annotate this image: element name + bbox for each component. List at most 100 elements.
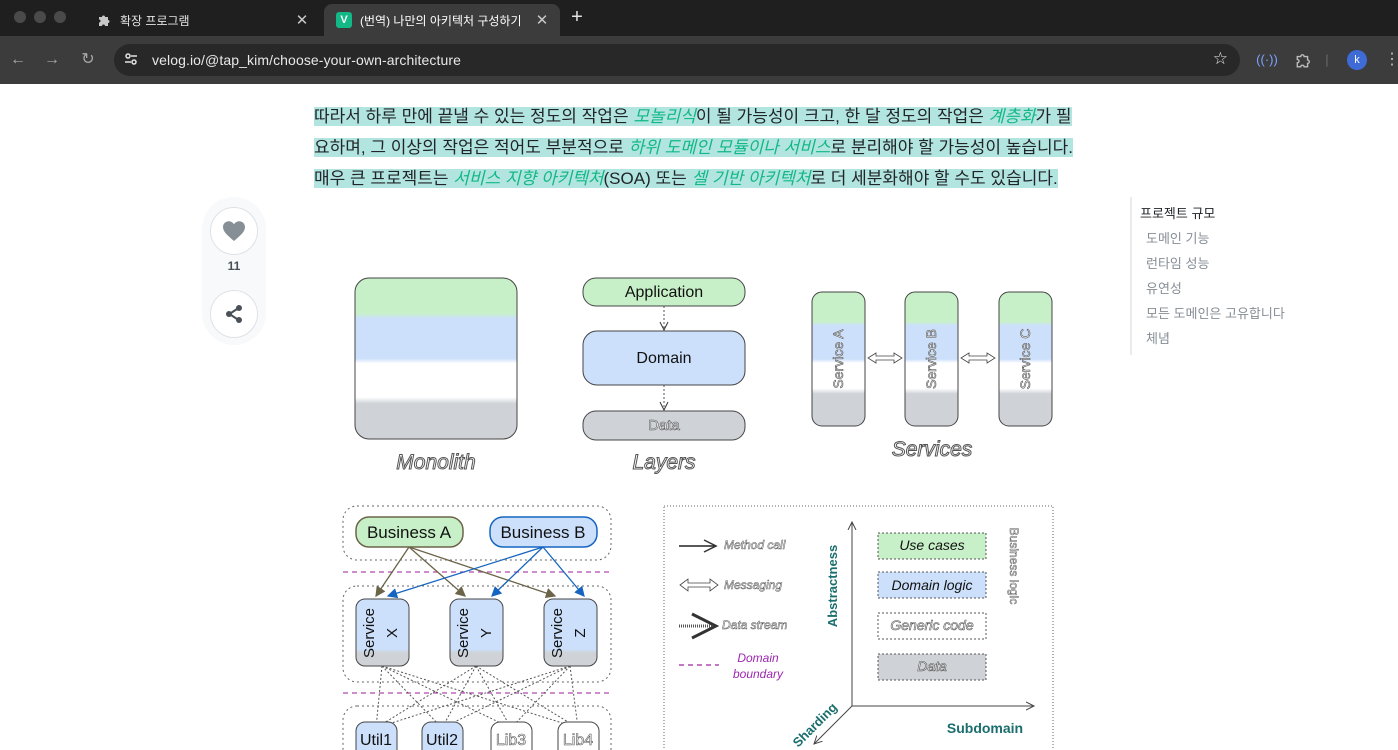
text-run: 따라서 하루 만에 끝낼 수 있는 정도의 작업은	[314, 107, 634, 126]
emphasis-term: 하위 도메인 모듈이나 서비스	[628, 138, 831, 157]
window-minimize-dot[interactable]	[34, 11, 46, 23]
toolbar-divider: |	[1325, 52, 1329, 67]
layer-application-label: Application	[625, 284, 703, 301]
service-z-label: Service	[549, 608, 566, 658]
emphasis-term: 서비스 지향 아키텍처	[453, 169, 604, 188]
messaging-legend-arrow	[679, 578, 719, 592]
tab-extensions[interactable]: 확장 프로그램 ✕	[84, 4, 320, 36]
use-cases-label: Use cases	[899, 537, 964, 553]
service-a-block	[811, 291, 866, 427]
tab-label: 확장 프로그램	[120, 13, 190, 28]
site-info-icon[interactable]	[122, 50, 142, 70]
share-button[interactable]	[210, 290, 258, 338]
share-icon	[226, 305, 242, 323]
text-run: 이 될 가능성이 크고, 한 달 정도의 작업은	[695, 107, 989, 126]
service-c-block	[998, 291, 1053, 427]
toc-item[interactable]: 모든 도메인은 고유합니다	[1146, 306, 1285, 321]
like-button[interactable]	[210, 207, 258, 255]
sharding-label: Sharding	[790, 700, 840, 750]
tab-label: (번역) 나만의 아키텍처 구성하기	[360, 13, 522, 28]
business-a-label: Business A	[367, 523, 452, 542]
service-a-label: Service A	[830, 329, 846, 389]
data-stream-label: Data stream	[722, 618, 787, 632]
service-b-label: Service B	[923, 329, 939, 389]
window-close-dot[interactable]	[14, 11, 26, 23]
toc-item[interactable]: 도메인 기능	[1146, 231, 1210, 246]
abstractness-label: Abstractness	[825, 545, 840, 627]
toc-item-active[interactable]: 프로젝트 규모	[1140, 206, 1216, 221]
lib-dependency-lines	[375, 665, 579, 729]
util2-label: Util2	[426, 732, 458, 749]
address-bar[interactable]: velog.io/@tap_kim/choose-your-own-archit…	[114, 44, 1240, 76]
monolith-label: Monolith	[396, 451, 475, 474]
tab-strip: 확장 프로그램 ✕ V (번역) 나만의 아키텍처 구성하기 ✕ +	[0, 0, 1398, 36]
use-cases-box	[877, 532, 987, 560]
subdomain-label: Subdomain	[947, 720, 1023, 736]
service-c-label: Service C	[1017, 329, 1033, 390]
service-y-label: Service	[455, 608, 472, 658]
text-run: 로 분리해야 할 가능성이 높습니다. 매우 큰 프로젝트는	[314, 138, 1074, 188]
back-icon[interactable]: ←	[10, 51, 26, 68]
post-actions: 11	[202, 197, 266, 345]
extensions-icon[interactable]	[1292, 48, 1314, 72]
service-group-boundary	[342, 585, 612, 683]
table-of-contents: 프로젝트 규모 도메인 기능 런타임 성능 유연성 모든 도메인은 고유합니다 …	[1130, 197, 1285, 355]
emphasis-term: 계층화	[988, 107, 1036, 126]
dependency-arrow	[408, 546, 466, 597]
service-x-label: Service	[361, 608, 378, 658]
util1-box	[355, 721, 398, 750]
lib3-box	[490, 721, 533, 750]
business-group-boundary	[342, 505, 612, 561]
lib4-label: Lib4	[563, 732, 593, 749]
new-tab-button[interactable]: +	[571, 6, 583, 28]
text-run: 로 더 세분화해야 할 수도 있습니다.	[810, 169, 1058, 188]
services-label: Services	[892, 438, 973, 461]
profile-avatar[interactable]: k	[1347, 50, 1367, 70]
forward-icon[interactable]: →	[44, 51, 60, 68]
domain-boundary-label-2: boundary	[733, 667, 784, 681]
emphasis-term: 셀 기반 아키텍처	[691, 169, 811, 188]
like-count: 11	[227, 259, 241, 273]
generic-code-label: Generic code	[890, 617, 973, 633]
cast-icon[interactable]: ((·))	[1256, 52, 1278, 67]
util2-box	[421, 721, 464, 750]
data-box	[877, 653, 987, 681]
dependency-arrow	[542, 546, 585, 597]
service-z-letter: Z	[572, 628, 589, 637]
toc-item[interactable]: 체념	[1146, 331, 1170, 346]
messaging-arrow	[867, 352, 903, 364]
util1-label: Util1	[360, 732, 392, 749]
service-x-letter: X	[384, 628, 401, 638]
layers-label: Layers	[632, 451, 696, 474]
monolith-block	[354, 277, 518, 440]
sharding-axis	[814, 705, 853, 744]
menu-kebab-icon[interactable]: ⋮	[1384, 51, 1398, 68]
lib3-label: Lib3	[496, 732, 526, 749]
messaging-label: Messaging	[724, 578, 782, 592]
bookmark-star-icon[interactable]: ☆	[1212, 49, 1228, 68]
velog-favicon-icon: V	[336, 12, 352, 28]
business-b-label: Business B	[500, 523, 585, 542]
heart-icon	[223, 221, 245, 241]
service-b-block	[904, 291, 959, 427]
method-call-label: Method call	[724, 538, 786, 552]
lib-group-boundary	[342, 705, 612, 750]
window-zoom-dot[interactable]	[54, 11, 66, 23]
tab-close-icon[interactable]: ✕	[295, 12, 309, 29]
generic-code-box	[877, 612, 987, 640]
tab-article[interactable]: V (번역) 나만의 아키텍처 구성하기 ✕	[324, 4, 560, 36]
toc-item[interactable]: 런타임 성능	[1146, 256, 1210, 271]
dependency-arrow	[491, 546, 544, 597]
puzzle-icon	[96, 12, 112, 28]
reload-icon[interactable]: ↻	[81, 51, 95, 68]
lib4-box	[557, 721, 600, 750]
url-text: velog.io/@tap_kim/choose-your-own-archit…	[152, 52, 462, 68]
toc-item[interactable]: 유연성	[1146, 281, 1182, 296]
text-run: (SOA) 또는	[603, 169, 692, 188]
layer-domain-label: Domain	[636, 350, 691, 367]
text-run: 가 필요하며, 그 이상의 작업은 적어도 부분적으로	[314, 107, 1072, 157]
article-paragraph: 따라서 하루 만에 끝낼 수 있는 정도의 작업은 모놀리식이 될 가능성이 크…	[314, 101, 1074, 194]
business-logic-label: Business logic	[1007, 528, 1021, 605]
tab-close-icon[interactable]: ✕	[535, 12, 549, 29]
domain-boundary-label: Domain	[737, 651, 779, 665]
